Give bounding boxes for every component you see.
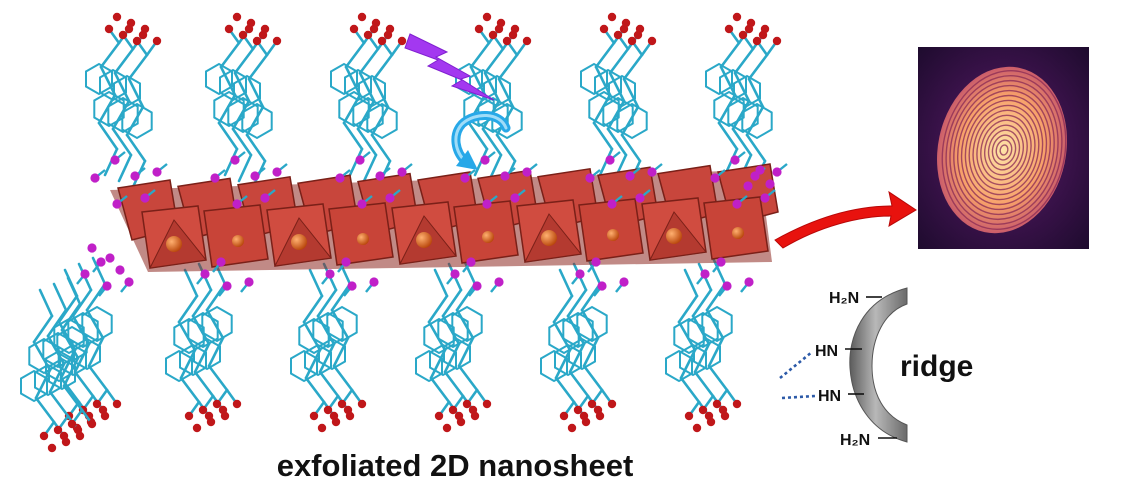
light-bolt-icon [404, 33, 495, 101]
amine-groups: H₂N HN HN H₂N [815, 290, 897, 449]
fingerprint-image [918, 47, 1089, 249]
right-arrow-icon [774, 190, 917, 249]
imine-label-1: HN [815, 343, 838, 360]
cycle-arrow-icon [451, 111, 511, 170]
phosphorus-atoms [76, 151, 788, 297]
inorganic-octahedra-layer [110, 163, 779, 272]
organic-linkers-top [85, 12, 782, 189]
ridge-surface [849, 287, 908, 443]
amine-label-bottom: H₂N [840, 432, 870, 449]
hydrogen-bonds [779, 350, 816, 400]
organic-linkers-bottom [20, 256, 742, 453]
amine-label-top: H₂N [829, 290, 859, 307]
figure-caption: exfoliated 2D nanosheet [276, 448, 634, 483]
imine-label-2: HN [818, 388, 841, 405]
ridge-label: ridge [900, 350, 973, 383]
